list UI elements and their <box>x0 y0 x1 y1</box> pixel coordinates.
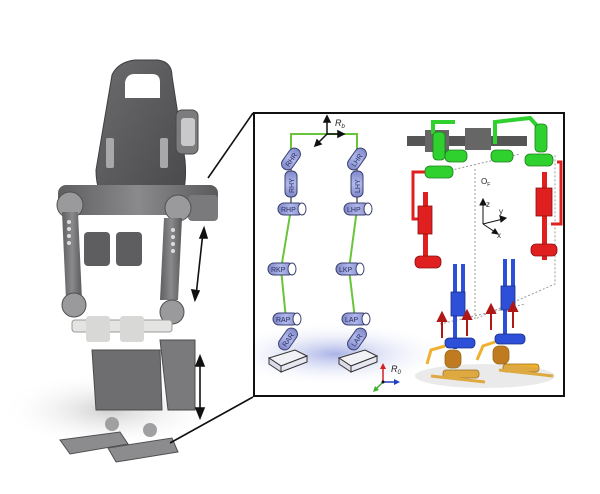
left-thigh <box>62 212 82 300</box>
axis-z-label: z <box>486 200 490 209</box>
hip-modules <box>424 115 554 179</box>
world-frame-axes <box>373 363 400 392</box>
joint-LHY: LHY <box>350 170 364 198</box>
axis-x-label: x <box>497 231 501 240</box>
joint-LHR: LHR <box>347 147 367 171</box>
handle-cutout <box>125 74 160 98</box>
kinematic-inset: Rb RHR RHY <box>253 112 565 397</box>
right-thigh <box>160 218 182 300</box>
joint-LAR: LAR <box>347 327 367 351</box>
foot-shadow <box>415 364 555 388</box>
thigh-modules <box>411 160 563 269</box>
right-hip-joint <box>164 194 192 222</box>
svg-text:RHP: RHP <box>281 207 296 214</box>
svg-text:LAP: LAP <box>345 317 359 324</box>
thigh-length-arrow <box>190 225 209 303</box>
cad-frame-axes <box>479 197 508 235</box>
shank-modules <box>444 259 526 349</box>
joint-RHP: RHP <box>277 202 307 216</box>
pelvis-pad-left <box>84 232 110 266</box>
right-ankle-joint <box>143 423 157 437</box>
right-shank <box>159 339 196 411</box>
joint-RHR: RHR <box>281 147 301 171</box>
joint-RKP: RKP <box>267 262 297 276</box>
joint-RHY: RHY <box>284 170 298 198</box>
battery-pack-highlight <box>181 118 195 146</box>
joint-LAP: LAP <box>341 312 371 326</box>
back-slot-right <box>160 138 168 168</box>
shin-pad-left <box>86 316 110 342</box>
left-knee-joint <box>61 292 87 318</box>
world-frame-label: R0 <box>391 364 402 376</box>
svg-text:LKP: LKP <box>339 267 353 274</box>
shank-length-arrow <box>194 353 206 421</box>
right-shank-link <box>280 268 287 320</box>
left-ankle-joint <box>105 417 119 431</box>
left-foot-plate <box>59 431 129 455</box>
pelvis-link <box>290 133 358 149</box>
origin-label: OF <box>481 177 490 188</box>
pelvis-pad-right <box>116 232 142 266</box>
inset-canvas: Rb RHR RHY <box>255 114 563 392</box>
kinematic-chain: Rb RHR RHY <box>267 114 402 392</box>
base-frame-axes <box>313 114 346 148</box>
thigh-adjust-holes <box>67 220 175 253</box>
shin-pad-right <box>120 316 144 342</box>
left-shank-link <box>348 268 356 320</box>
force-arrows <box>436 300 519 338</box>
svg-text:LHP: LHP <box>347 207 361 214</box>
foot-modules <box>425 340 554 384</box>
base-frame-label: Rb <box>335 118 346 130</box>
shank-cover <box>91 349 163 411</box>
back-slot-left <box>106 138 114 168</box>
right-foot-plate <box>107 437 179 463</box>
axis-y-label: y <box>499 207 503 216</box>
svg-text:LHY: LHY <box>355 179 362 193</box>
left-leg-joints: LHR LHY LHP LKP <box>335 147 379 373</box>
callout-line-top <box>207 112 254 179</box>
svg-text:RKP: RKP <box>271 267 286 274</box>
joint-RAP: RAP <box>272 312 302 326</box>
exoskeleton-render <box>0 59 254 463</box>
pelvis-actuator-right <box>465 128 491 150</box>
right-thigh-link <box>280 208 292 270</box>
svg-text:RAP: RAP <box>276 317 291 324</box>
joint-LHP: LHP <box>343 202 373 216</box>
joint-LKP: LKP <box>335 262 365 276</box>
cad-model: OF z y x <box>407 115 563 388</box>
svg-text:RHY: RHY <box>289 178 296 193</box>
callout-line-bottom <box>169 396 254 444</box>
left-thigh-link <box>348 208 358 270</box>
hip-actuator-box <box>188 195 218 221</box>
